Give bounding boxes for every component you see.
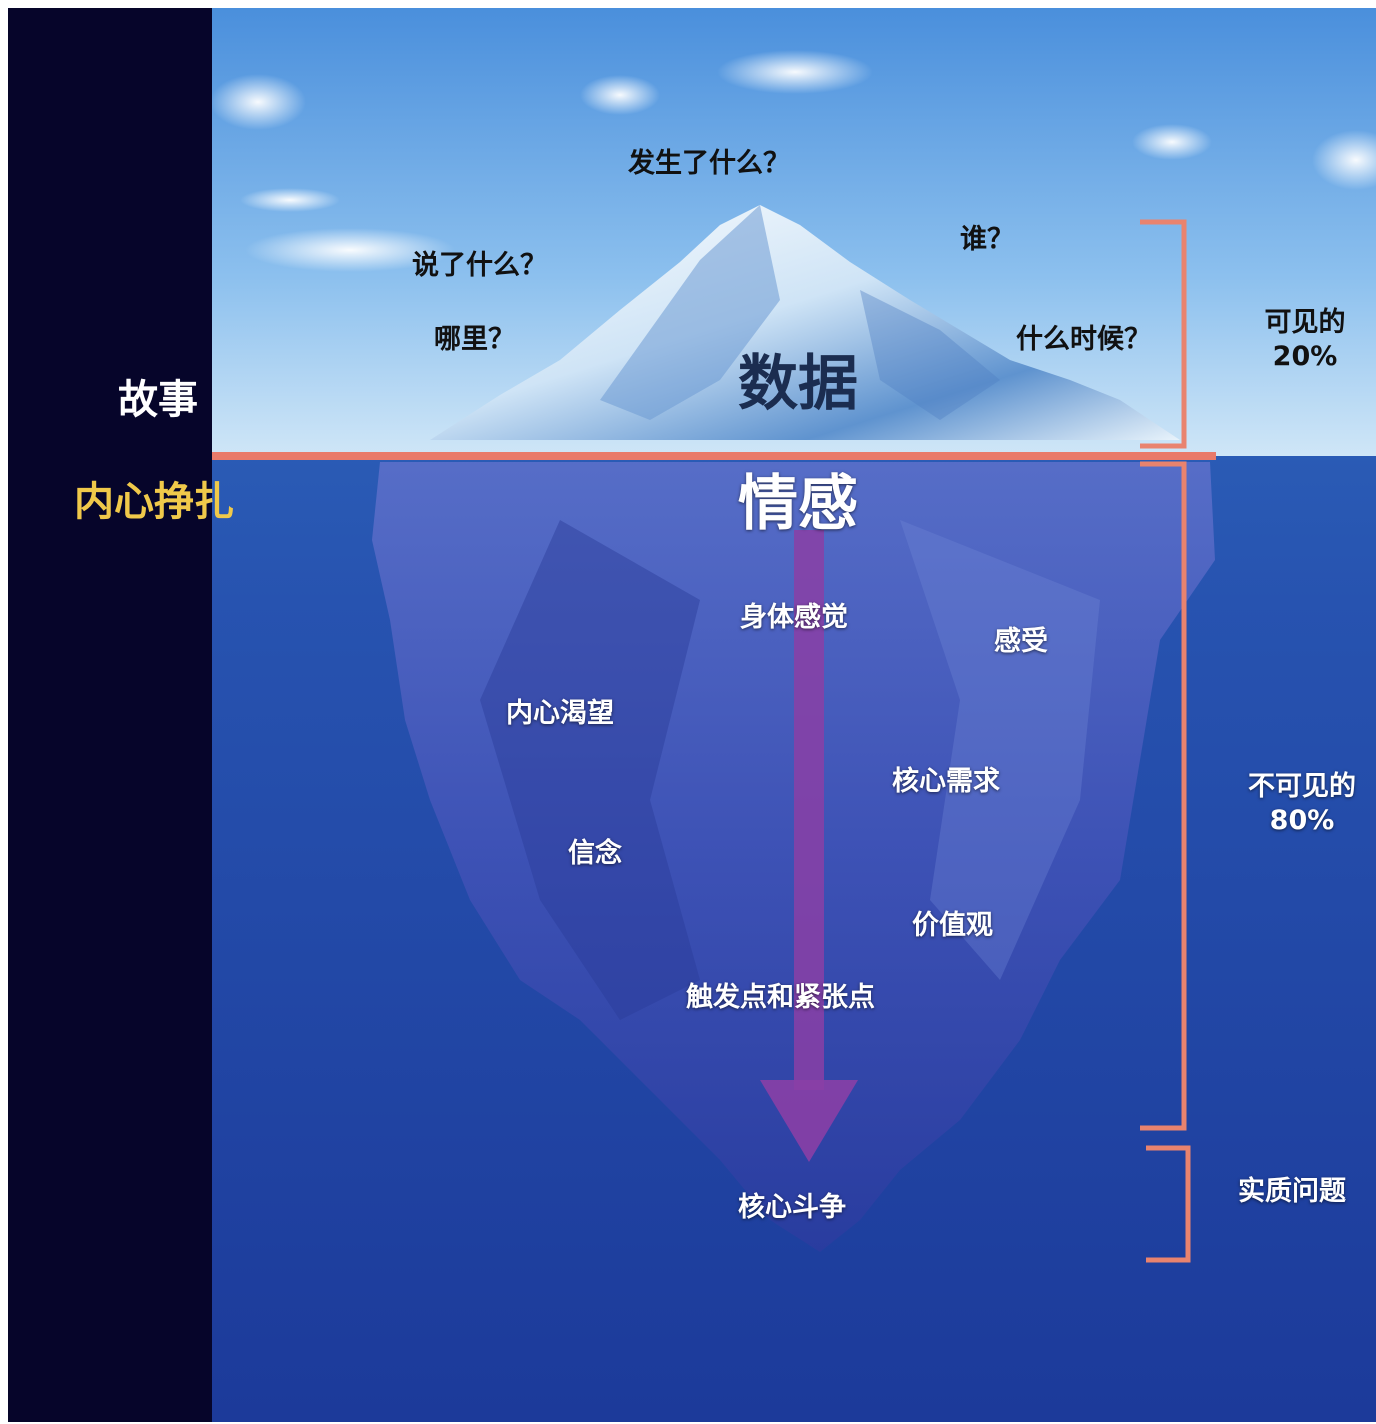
body-sensation-label: 身体感觉	[740, 602, 848, 633]
depth-arrow	[760, 530, 858, 1162]
triggers-label: 触发点和紧张点	[686, 982, 875, 1013]
inner-desire-label: 内心渴望	[506, 698, 614, 729]
visible-label-percent: 20%	[1272, 340, 1338, 372]
visible-percent-label: 可见的 20%	[1240, 306, 1370, 374]
submerged-iceberg	[372, 462, 1215, 1252]
question-what-happened: 发生了什么？	[628, 148, 790, 179]
clouds	[210, 50, 1376, 272]
data-label: 数据	[738, 349, 858, 419]
story-label: 故事	[118, 377, 198, 423]
question-where: 哪里？	[434, 324, 515, 355]
bracket-visible	[1140, 219, 1187, 449]
bracket-essence	[1146, 1145, 1191, 1263]
feelings-label: 感受	[994, 626, 1048, 657]
inner-struggle-label: 内心挣扎	[74, 479, 234, 525]
visible-label-text: 可见的	[1264, 307, 1346, 338]
question-what-said: 说了什么？	[412, 250, 547, 281]
core-struggle-label: 核心斗争	[738, 1192, 846, 1223]
invisible-label-text: 不可见的	[1248, 771, 1356, 802]
invisible-percent-label: 不可见的 80%	[1232, 770, 1372, 838]
values-label: 价值观	[912, 910, 993, 941]
emotion-label: 情感	[738, 469, 858, 539]
core-needs-label: 核心需求	[892, 766, 1000, 797]
bracket-invisible	[1140, 461, 1187, 1131]
waterline	[110, 452, 1216, 460]
beliefs-label: 信念	[568, 838, 622, 869]
essence-label: 实质问题	[1238, 1176, 1346, 1207]
question-who: 谁？	[960, 224, 1014, 255]
invisible-label-percent: 80%	[1269, 804, 1335, 836]
question-when: 什么时候？	[1016, 324, 1151, 355]
left-panel	[8, 8, 212, 1422]
